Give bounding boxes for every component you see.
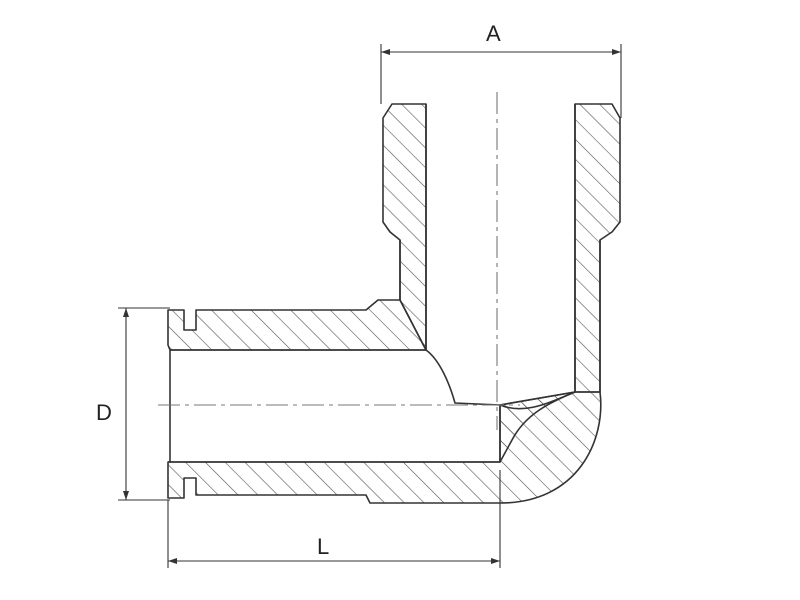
elbow-inner-curve [499, 391, 576, 410]
elbow-intersection-curve [425, 349, 501, 406]
right-vertical-wall [574, 103, 621, 393]
dimension-l-label: L [317, 534, 329, 559]
lower-horizontal-wall [167, 391, 602, 504]
centre-lines [158, 92, 520, 430]
hatched-walls [167, 103, 621, 504]
upper-horizontal-wall [167, 299, 427, 351]
dimension-a [380, 44, 622, 118]
dimension-a-label: A [486, 21, 501, 46]
dimension-l [167, 470, 501, 568]
bore-outlines [168, 104, 601, 463]
dimension-d [118, 307, 170, 501]
dimension-d-label: D [96, 400, 112, 425]
